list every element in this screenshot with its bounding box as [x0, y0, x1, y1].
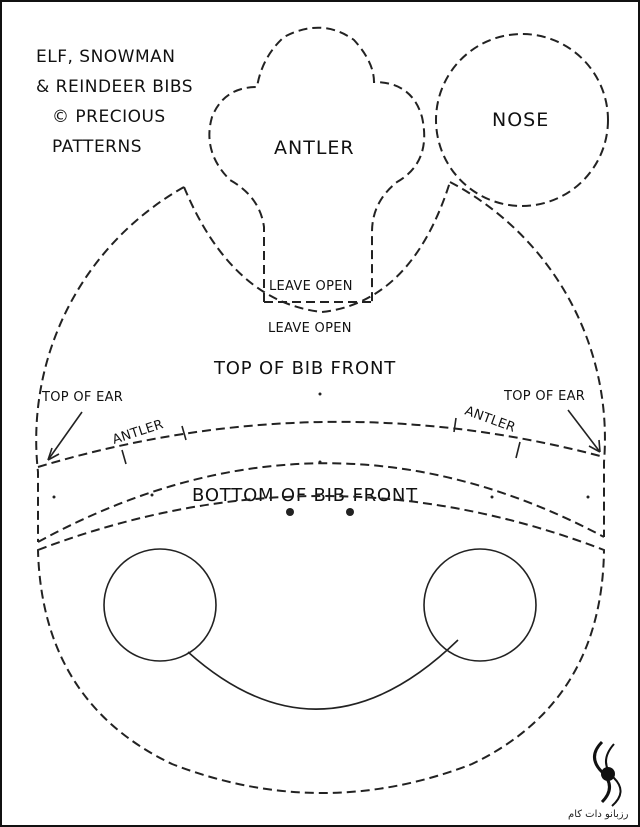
reference-dot: [490, 495, 494, 499]
ear-arrow-right: [567, 409, 601, 453]
bib-middle-arc-lower: [37, 462, 605, 543]
bib-bottom-outline: [36, 495, 606, 794]
top-of-ear-right-label: TOP OF EAR: [503, 389, 585, 404]
bib-top-outline-right: [449, 181, 606, 537]
top-of-bib-front-label: TOP OF BIB FRONT: [213, 358, 396, 379]
watermark-logo: [593, 740, 622, 807]
antler-mark-left-label: ANTLER: [111, 417, 166, 448]
cheek-circle-right: [423, 548, 537, 662]
ear-arrow-right-head: [588, 439, 601, 453]
nose-label: NOSE: [492, 109, 549, 131]
title-line-2: & REINDEER BIBS: [36, 77, 193, 97]
title-line-3: © PRECIOUS: [52, 107, 166, 127]
bib-top-outline: [35, 186, 185, 542]
title-line-4: PATTERNS: [52, 137, 142, 157]
title-line-1: ELF, SNOWMAN: [36, 47, 176, 67]
reference-dot: [150, 493, 154, 497]
leave-open-antler-label: LEAVE OPEN: [269, 279, 353, 294]
top-of-ear-left-label: TOP OF EAR: [41, 390, 123, 405]
nose-piece-outline: [435, 33, 609, 207]
reference-dot: [318, 392, 322, 396]
ear-arrow-left-head: [47, 447, 60, 461]
reference-dot: [318, 460, 322, 464]
watermark-text: رزبانو دات کام: [568, 809, 629, 820]
eye-dot-left: [286, 508, 294, 516]
antler-label: ANTLER: [274, 137, 355, 159]
cheek-circle-left: [103, 548, 217, 662]
reference-dot: [52, 495, 56, 499]
smile-curve: [187, 639, 459, 710]
antler-piece-outline: [208, 26, 426, 302]
bib-middle-arc-upper: [37, 420, 605, 468]
ear-arrow-left: [47, 411, 83, 461]
antler-mark-left-ticks: [121, 425, 187, 465]
reference-dot: [586, 495, 590, 499]
antler-mark-right-ticks: [453, 417, 521, 459]
leave-open-bib-label: LEAVE OPEN: [268, 321, 352, 336]
eye-dot-right: [346, 508, 354, 516]
